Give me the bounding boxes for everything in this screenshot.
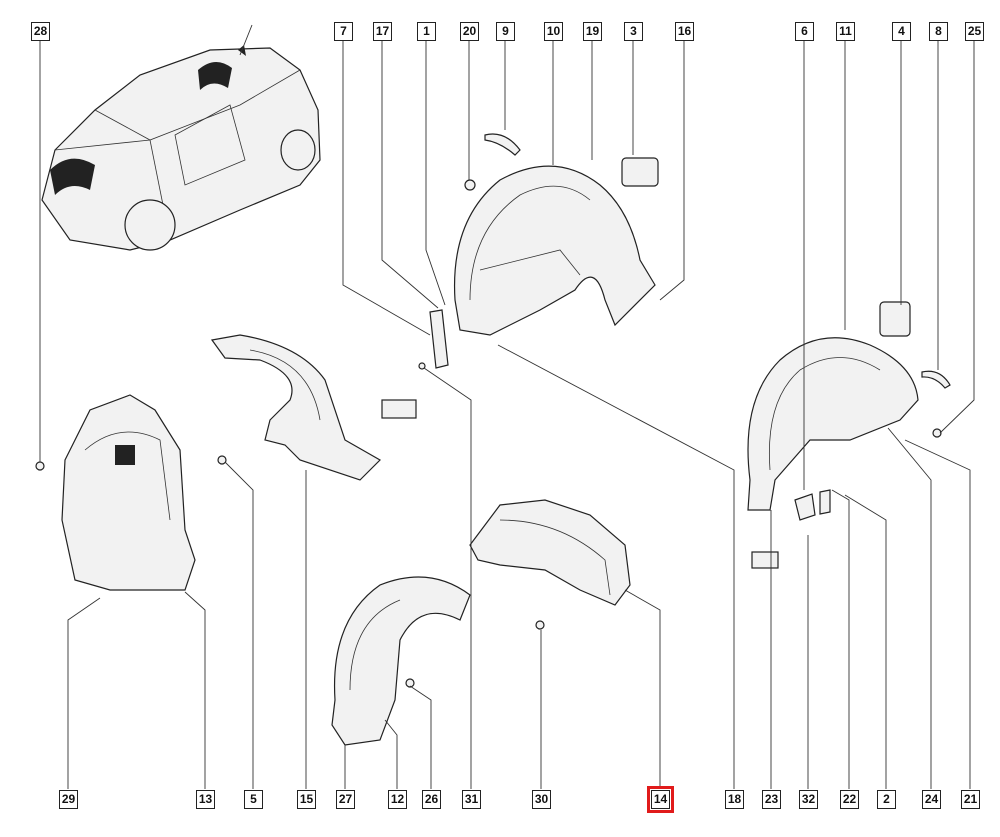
callout-26[interactable]: 26 [422, 790, 441, 809]
part-13-front-liner [61, 394, 196, 591]
callout-18[interactable]: 18 [725, 790, 744, 809]
callout-2[interactable]: 2 [877, 790, 896, 809]
vehicle-overview-illustration [41, 24, 321, 251]
callout-31[interactable]: 31 [462, 790, 481, 809]
callout-28[interactable]: 28 [31, 22, 50, 41]
callout-16[interactable]: 16 [675, 22, 694, 41]
callout-8[interactable]: 8 [929, 22, 948, 41]
callout-1[interactable]: 1 [417, 22, 436, 41]
part-12-liner [331, 576, 471, 746]
callout-22[interactable]: 22 [840, 790, 859, 809]
callout-23[interactable]: 23 [762, 790, 781, 809]
part-15-splash-shield [210, 334, 381, 481]
callout-7[interactable]: 7 [334, 22, 353, 41]
callout-4[interactable]: 4 [892, 22, 911, 41]
callout-14-highlighted[interactable]: 14 [647, 786, 674, 813]
callout-6[interactable]: 6 [795, 22, 814, 41]
part-11-rear-liner [747, 301, 951, 569]
callout-3[interactable]: 3 [624, 22, 643, 41]
part-10-wheel-arch-liner [429, 133, 659, 369]
callout-9[interactable]: 9 [496, 22, 515, 41]
callout-19[interactable]: 19 [583, 22, 602, 41]
callout-25[interactable]: 25 [965, 22, 984, 41]
fasteners [35, 362, 942, 688]
callout-21[interactable]: 21 [961, 790, 980, 809]
callout-29[interactable]: 29 [59, 790, 78, 809]
callout-30[interactable]: 30 [532, 790, 551, 809]
part-14-rear-splash-guard [469, 499, 631, 606]
callout-13[interactable]: 13 [196, 790, 215, 809]
callout-20[interactable]: 20 [460, 22, 479, 41]
callout-12[interactable]: 12 [388, 790, 407, 809]
callout-10[interactable]: 10 [544, 22, 563, 41]
callout-24[interactable]: 24 [922, 790, 941, 809]
callout-32[interactable]: 32 [799, 790, 818, 809]
callout-17[interactable]: 17 [373, 22, 392, 41]
callout-5[interactable]: 5 [244, 790, 263, 809]
leader-lines [39, 41, 975, 789]
callout-15[interactable]: 15 [297, 790, 316, 809]
callout-11[interactable]: 11 [836, 22, 855, 41]
callout-27[interactable]: 27 [336, 790, 355, 809]
